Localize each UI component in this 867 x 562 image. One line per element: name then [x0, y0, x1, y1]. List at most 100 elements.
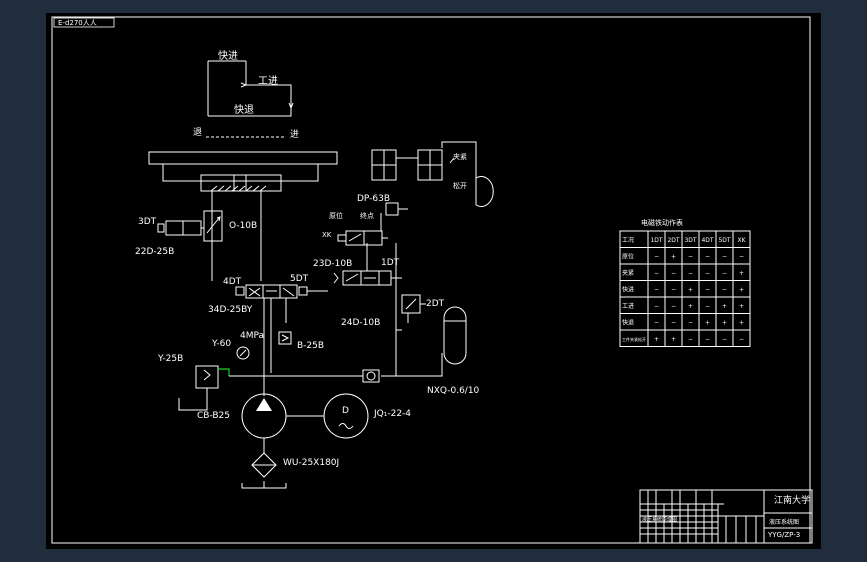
label-work-feed: 工进 — [258, 75, 278, 87]
label-yuanwei: 原位 — [329, 211, 343, 220]
label-motor: JQ₁-22-4 — [373, 409, 411, 419]
table-cell: − — [654, 253, 659, 260]
table-cell: − — [722, 253, 727, 260]
table-cell: 工件夹紧松开 — [622, 336, 646, 342]
table-cell: − — [705, 336, 710, 343]
label-jiajin: 夹紧 — [453, 152, 467, 161]
file-tab[interactable] — [53, 17, 115, 28]
table-cell: + — [739, 286, 744, 293]
label-1dt: 1DT — [381, 258, 400, 268]
table-cell: + — [688, 303, 693, 310]
title-note: 液压系统原理图 — [642, 516, 677, 523]
table-cell: + — [671, 336, 676, 343]
motor[interactable] — [323, 393, 369, 439]
title-block: 江南大学 液压系统图 YYG/ZP-3 液压系统原理图 — [639, 489, 813, 544]
file-tab-label: E-d270人人 — [58, 19, 97, 27]
table-cell: − — [722, 270, 727, 277]
drawing-border — [51, 16, 811, 544]
table-cell: + — [739, 270, 744, 277]
table-cell: 夹紧 — [622, 269, 634, 277]
table-cell: − — [654, 286, 659, 293]
label-24d10b: 24D-10B — [341, 318, 380, 328]
label-4mpa: 4MPa — [240, 331, 264, 341]
pressure-gauge[interactable] — [236, 346, 250, 360]
motor-symbol: D — [342, 406, 349, 416]
hydraulic-schematic: E-d270人人 快进 工进 快退 退 进 3DT O-10B — [51, 16, 813, 544]
table-header-cell: 4DT — [701, 237, 713, 244]
table-cell: + — [722, 303, 727, 310]
directional-valve-34d[interactable]: 4DT 5DT 34D-25BY — [208, 274, 328, 373]
table-header-cell: 3DT — [684, 237, 696, 244]
table-cell: − — [654, 303, 659, 310]
table-frame — [619, 230, 751, 347]
table-cell: − — [705, 253, 710, 260]
table-cell: − — [688, 319, 693, 326]
pump-motor[interactable]: D CB-B25 JQ₁-22-4 — [197, 393, 411, 439]
table-cell: − — [739, 336, 744, 343]
table-cell: + — [671, 253, 676, 260]
label-3dt: 3DT — [138, 217, 157, 227]
table-cell: − — [654, 270, 659, 277]
label-songkai: 松开 — [453, 181, 467, 190]
motion-cycle-diagram: 快进 工进 快退 退 进 — [193, 50, 299, 140]
label-zhongdian: 终点 — [360, 211, 374, 220]
worktable — [148, 151, 338, 281]
check-valve[interactable] — [362, 369, 380, 383]
table-cell: + — [739, 319, 744, 326]
label-o10b: O-10B — [229, 221, 257, 231]
label-fast-forward: 快进 — [218, 50, 238, 62]
title-school: 江南大学 — [774, 494, 810, 506]
label-22d25b: 22D-25B — [135, 247, 174, 257]
table-cell: − — [722, 336, 727, 343]
table-title: 电磁铁动作表 — [641, 218, 683, 227]
table-cell: − — [671, 286, 676, 293]
table-cell: − — [739, 253, 744, 260]
label-fast-return: 快退 — [234, 104, 254, 116]
table-cell: 快退 — [622, 318, 634, 326]
table-cell: − — [671, 303, 676, 310]
label-4dt: 4DT — [223, 277, 242, 287]
table-cell: + — [654, 336, 659, 343]
label-dp63b: DP-63B — [357, 194, 390, 204]
control-valves[interactable]: 原位 终点 XK 23D-10B 1DT 2DT 24D-10B — [313, 211, 445, 328]
label-y60: Y-60 — [211, 339, 231, 349]
table-cell: − — [705, 286, 710, 293]
pressure-parts: 4MPa Y-60 Y-25B B-25B — [157, 331, 324, 411]
table-header-cell: 5DT — [718, 237, 730, 244]
label-34d25by: 34D-25BY — [208, 305, 253, 315]
table-cell: 工进 — [622, 302, 634, 310]
label-accumulator: NXQ-0.6/10 — [427, 386, 480, 396]
label-5dt: 5DT — [290, 274, 309, 284]
table-cell: − — [688, 270, 693, 277]
table-cell: − — [688, 336, 693, 343]
table-header-cell: 工况 — [622, 237, 634, 244]
label-y25b: Y-25B — [157, 354, 183, 364]
table-cell: − — [705, 270, 710, 277]
table-cell: − — [671, 319, 676, 326]
accumulator[interactable]: NXQ-0.6/10 — [427, 306, 480, 396]
throttle-valve-group[interactable]: 3DT O-10B 22D-25B — [135, 210, 257, 257]
clamping-cylinders[interactable]: 夹紧 松开 DP-63B — [357, 141, 494, 216]
label-2dt: 2DT — [426, 299, 445, 309]
table-header-cell: XK — [737, 237, 746, 244]
table-cell: − — [688, 253, 693, 260]
filter-tank: WU-25X180J — [241, 438, 339, 489]
table-cell: − — [654, 319, 659, 326]
label-back: 退 — [193, 127, 202, 138]
label-cb-b25: CB-B25 — [197, 411, 230, 421]
table-cell: + — [722, 319, 727, 326]
table-cell: − — [671, 270, 676, 277]
table-cell: − — [722, 286, 727, 293]
label-23d10b: 23D-10B — [313, 259, 352, 269]
table-header-cell: 2DT — [667, 237, 679, 244]
label-forward: 进 — [290, 129, 299, 140]
label-xk: XK — [322, 231, 332, 239]
check-b25b[interactable] — [278, 331, 292, 345]
drawing-sheet[interactable]: E-d270人人 快进 工进 快退 退 进 3DT O-10B — [46, 13, 821, 549]
label-b25b: B-25B — [297, 341, 324, 351]
table-cell: + — [705, 319, 710, 326]
table-cell: + — [739, 303, 744, 310]
